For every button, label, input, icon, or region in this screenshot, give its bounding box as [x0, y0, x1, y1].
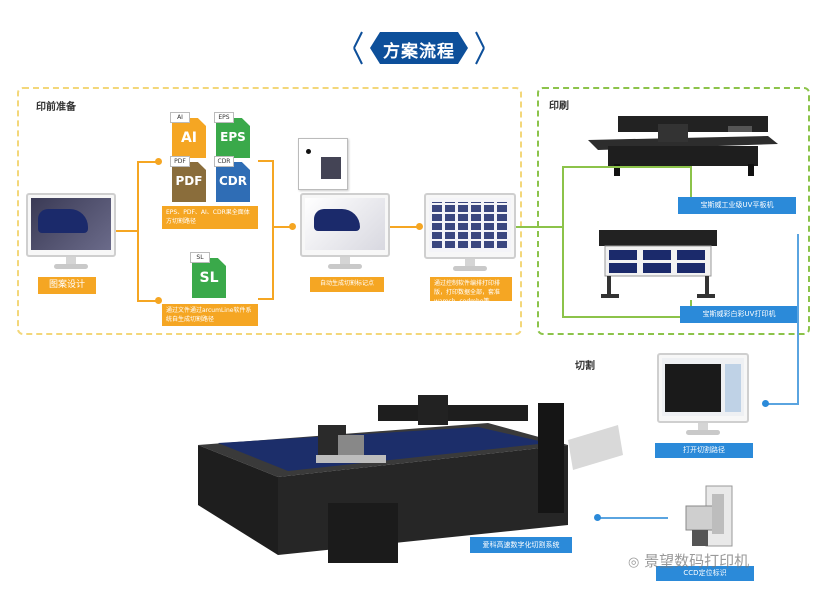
pdf-file-label: PDF: [175, 174, 203, 188]
prepress-section: [17, 87, 522, 335]
title-banner: 方案流程: [348, 28, 490, 68]
cutting-system-label-box: 爱科高速数字化切割系统: [470, 537, 572, 553]
connector: [598, 517, 668, 519]
pdf-file-body: [172, 162, 206, 202]
formats-note-text: EPS、PDF、AI、CDR果全面体方切割路径: [166, 209, 250, 225]
flatbed-uv-printer-image: [578, 110, 783, 178]
design-label-box: 图案设计: [38, 277, 96, 294]
connector: [272, 160, 274, 300]
connector: [137, 161, 139, 301]
pdf-file-icon: PDF PDF: [170, 156, 206, 202]
cdr-file-label: CDR: [218, 174, 247, 188]
ai-file-label: AI: [180, 130, 198, 146]
cdr-file-tab: CDR: [214, 156, 234, 167]
connector: [390, 226, 418, 228]
sl-file-tab: SL: [190, 252, 210, 263]
connector-dot: [289, 223, 296, 230]
ccd-label-box: CCD定位标识: [656, 566, 754, 581]
connector-dot: [762, 400, 769, 407]
connector-dot: [155, 158, 162, 165]
connector: [562, 166, 692, 168]
connector: [797, 234, 799, 404]
chat-bubble-icon: ◎: [628, 555, 640, 570]
digital-cutting-machine-image: [198, 385, 628, 570]
ccd-camera-image: [676, 484, 736, 562]
connector: [258, 298, 274, 300]
eps-file-tab: EPS: [214, 112, 234, 123]
printer1-label: 宝斯威工业级UV平板机: [700, 201, 774, 209]
title-banner-shape: [353, 31, 485, 65]
connector-dot: [416, 223, 423, 230]
watermark-text: 景望数码打印机: [644, 552, 750, 570]
eps-file-icon: EPS EPS: [214, 112, 250, 158]
registration-mark-image: [298, 138, 348, 190]
connector: [137, 161, 159, 163]
connector: [258, 160, 274, 162]
connector-dot: [594, 514, 601, 521]
cutting-label: 切割: [575, 361, 595, 372]
cut-software-label-box: 打开切割路径: [655, 443, 753, 458]
printer2-label-box: 宝斯威彩白彩UV打印机: [680, 306, 798, 323]
mark-note-text: 自动生成切割标记点: [319, 280, 374, 287]
cutting-system-label: 爱科高速数字化切割系统: [482, 541, 560, 549]
printing-section: [537, 87, 810, 335]
printer1-label-box: 宝斯威工业级UV平板机: [678, 197, 796, 214]
sl-note-text: 通过文件通过arcumLine软件系统自生成切割路径: [166, 307, 252, 323]
sl-file-icon: SL SL: [190, 252, 226, 298]
eps-file-label: EPS: [220, 130, 246, 144]
pdf-file-tab: PDF: [170, 156, 190, 167]
ai-file-tab: AI: [170, 112, 190, 123]
connector: [766, 403, 799, 405]
printer2-label: 宝斯威彩白彩UV打印机: [702, 310, 776, 318]
sl-note: 通过文件通过arcumLine软件系统自生成切割路径: [162, 304, 258, 326]
layout-note-text: 通过控制软件编排打印排版，打印数据全部，套准wamch, cedmhe等: [434, 280, 501, 305]
prepress-label: 印前准备: [36, 102, 76, 113]
cdr-file-icon: CDR CDR: [214, 156, 250, 202]
connector: [690, 166, 692, 208]
mark-note: 自动生成切割标记点: [310, 277, 384, 292]
cut-software-monitor: [657, 353, 749, 437]
mark-monitor: [300, 193, 390, 271]
printing-label: 印刷: [549, 101, 569, 112]
connector: [272, 226, 292, 228]
connector: [516, 226, 564, 228]
formats-note: EPS、PDF、AI、CDR果全面体方切割路径: [162, 206, 258, 229]
connector: [116, 230, 138, 232]
ccd-label: CCD定位标识: [683, 569, 727, 577]
ai-file-icon: AI AI: [170, 112, 206, 158]
layout-note: 通过控制软件编排打印排版，打印数据全部，套准wamch, cedmhe等: [430, 277, 512, 305]
sl-file-body: [192, 258, 226, 298]
ai-file-body: [172, 118, 206, 158]
watermark: ◎ 景望数码打印机: [628, 550, 749, 571]
page-title: 方案流程: [383, 42, 455, 62]
eps-file-body: [216, 118, 250, 158]
connector: [562, 166, 564, 316]
design-label: 图案设计: [48, 280, 85, 290]
sl-file-label: SL: [199, 270, 219, 286]
roll-uv-printer-image: [593, 226, 723, 300]
cut-software-label: 打开切割路径: [683, 446, 725, 454]
connector: [137, 300, 159, 302]
connector-dot: [155, 297, 162, 304]
cdr-file-body: [216, 162, 250, 202]
connector: [562, 316, 692, 318]
layout-monitor: [424, 193, 516, 273]
design-monitor: [26, 193, 116, 271]
